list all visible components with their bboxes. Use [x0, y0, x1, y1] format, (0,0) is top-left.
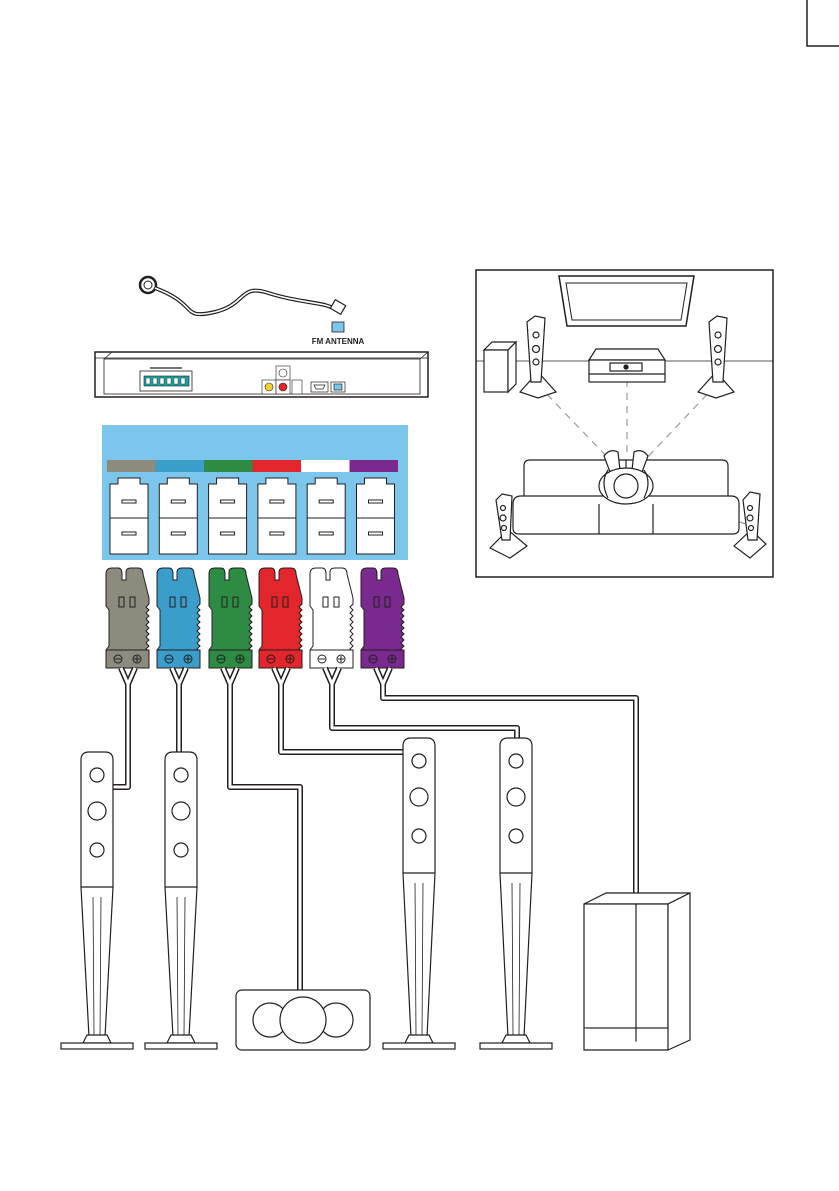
speaker-plug [157, 568, 200, 668]
speaker-plug [361, 568, 404, 668]
subwoofer [584, 893, 690, 1050]
color-strip-segment [107, 460, 156, 472]
front-left-speaker [61, 752, 133, 1049]
color-strip-segment [156, 460, 205, 472]
speakers [61, 738, 690, 1050]
fm-antenna-cable [140, 277, 346, 314]
speaker-terminal-block [140, 368, 192, 391]
speaker-cable [223, 668, 300, 990]
fm-antenna-label: FM ANTENNA [312, 337, 365, 346]
speaker-plug [259, 568, 302, 668]
panel-socket [110, 478, 148, 554]
hdmi-port [311, 382, 328, 392]
room-layout-diagram [476, 270, 773, 577]
speaker-plugs [106, 568, 404, 668]
speaker-plug [106, 568, 149, 668]
network-port [331, 382, 345, 392]
surround-left-speaker [383, 738, 455, 1049]
panel-socket [159, 478, 197, 554]
room-tv [559, 276, 694, 326]
front-right-speaker [145, 752, 217, 1049]
room-subwoofer [484, 342, 516, 392]
room-main-unit [589, 349, 665, 382]
connector-color-strip [107, 460, 398, 472]
center-speaker [236, 990, 370, 1050]
panel-socket [209, 478, 247, 554]
color-strip-segment [350, 460, 399, 472]
speaker-cable [113, 668, 135, 787]
surround-right-speaker [480, 738, 552, 1049]
panel-socket [357, 478, 395, 554]
fm-antenna-socket [332, 322, 344, 332]
color-strip-segment [301, 460, 350, 472]
speaker-plug [209, 568, 252, 668]
panel-socket [307, 478, 345, 554]
panel-socket [258, 478, 296, 554]
speaker-plug [310, 568, 353, 668]
color-strip-segment [204, 460, 253, 472]
page-corner-mark [807, 0, 839, 46]
color-strip-segment [253, 460, 302, 472]
speaker-cable [274, 668, 420, 752]
